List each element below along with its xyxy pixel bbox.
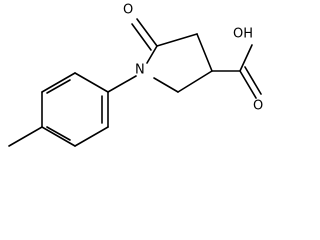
chemical-structure-diagram: O N OH O [8,3,263,147]
bond-c4-c3 [196,33,213,72]
carbonyl-oxygen-label: O [123,3,133,18]
bond-cooh-o-2 [244,66,262,95]
carboxyl-oxygen-label: O [253,99,263,114]
bond-carbonyl-2 [131,23,152,51]
bond-ring-inner-3 [46,79,71,94]
bond-c2-n [153,77,179,93]
bond-c3-c2 [177,70,213,93]
bond-cooh-oh [239,44,253,72]
bond-cooh-o-1 [239,70,257,99]
nitrogen-label: N [135,63,145,78]
bond-ring-c6-c1 [74,72,109,93]
bond-n-c5 [146,45,158,64]
bond-c5-c4 [156,33,198,47]
bond-aryl-n [107,75,137,93]
bond-ring-inner-2 [46,126,71,141]
bond-ring-c5-c6 [41,72,76,93]
bond-methyl [8,126,43,147]
pyrrolidinone-ring [146,33,213,93]
bond-ring-c3-c4 [41,126,76,147]
tolyl-ring [41,72,109,147]
hydroxyl-label: OH [233,27,253,42]
bond-carbonyl-1 [136,18,158,47]
bond-ring-c2-c3 [74,126,109,147]
